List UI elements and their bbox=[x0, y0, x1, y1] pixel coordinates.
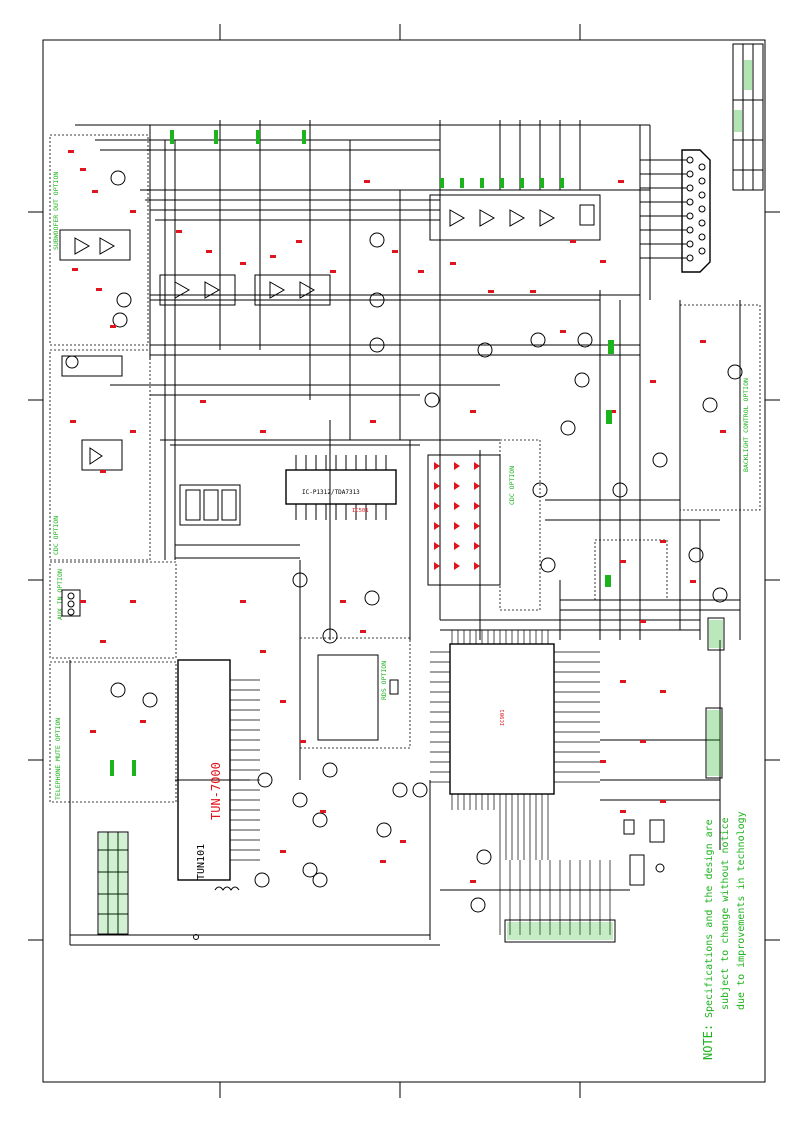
right-connector-main bbox=[705, 707, 723, 779]
audio-processor-ic: IC-P1312/TDA7313 IC501 bbox=[285, 455, 397, 520]
note-line-1: Specifications and the design are bbox=[704, 819, 715, 1018]
note-line-3: due to improvements in technology bbox=[736, 811, 747, 1010]
backlight-option-label: BACKLIGHT CONTROL OPTION bbox=[742, 378, 750, 472]
subwoofer-amp bbox=[59, 170, 132, 328]
cdc-mid-option-label: CDC OPTION bbox=[508, 466, 516, 505]
output-amp-block bbox=[429, 194, 601, 241]
right-connector-top bbox=[707, 617, 725, 651]
option-table bbox=[97, 831, 129, 935]
subwoofer-option-region bbox=[49, 134, 149, 346]
mcu-ic: IC901 bbox=[430, 630, 600, 810]
cdc-left-block bbox=[61, 355, 241, 526]
display-connector bbox=[504, 919, 616, 943]
aux-in-option-region bbox=[49, 561, 177, 659]
rds-ic bbox=[317, 654, 399, 741]
frame-ticks bbox=[28, 24, 780, 1098]
note-label: NOTE: bbox=[701, 1024, 715, 1060]
bus-wires bbox=[70, 124, 740, 946]
drawing-frame bbox=[42, 39, 766, 1083]
vertical-wires bbox=[69, 120, 741, 945]
note-line-2: subject to change without notice bbox=[720, 817, 731, 1010]
audio-ic-ref: IC501 bbox=[352, 508, 369, 514]
diode-matrix bbox=[427, 454, 501, 586]
aux-in-option-label: AUX IN OPTION bbox=[56, 569, 64, 620]
output-connector bbox=[640, 149, 711, 273]
tel-mute-option-region bbox=[49, 661, 177, 803]
subwoofer-option-label: SUBWOOFER OUT OPTION bbox=[52, 172, 60, 250]
backlight-option-region bbox=[679, 304, 761, 511]
title-block bbox=[732, 43, 764, 191]
tuner-ref: TUN101 bbox=[196, 844, 207, 880]
part-values bbox=[68, 150, 726, 883]
cdc-mid-option-region bbox=[499, 439, 541, 611]
tone-amp-right bbox=[254, 274, 331, 306]
cdc-left-option-region bbox=[49, 349, 151, 561]
bottom-right-circuit bbox=[623, 819, 665, 886]
tuner-model: TUN-7000 bbox=[209, 762, 223, 820]
transistors bbox=[110, 232, 743, 913]
note-block: NOTE: Specifications and the design are … bbox=[701, 811, 747, 1060]
net-labels bbox=[110, 130, 614, 776]
aux-jack bbox=[61, 589, 81, 617]
display-bus bbox=[499, 810, 611, 935]
misc-option-region bbox=[594, 539, 668, 601]
mcu-ic-ref: IC901 bbox=[500, 709, 506, 726]
tone-amp-left bbox=[159, 274, 236, 306]
cdc-left-option-label: CDC OPTION bbox=[52, 516, 60, 555]
tuner-module: TUN-7000 TUN101 bbox=[177, 659, 260, 940]
tel-mute-option-label: TELEPHONE MUTE OPTION bbox=[54, 718, 62, 800]
audio-ic-part: IC-P1312/TDA7313 bbox=[302, 489, 360, 496]
rds-option-label: RDS OPTION bbox=[380, 661, 388, 700]
